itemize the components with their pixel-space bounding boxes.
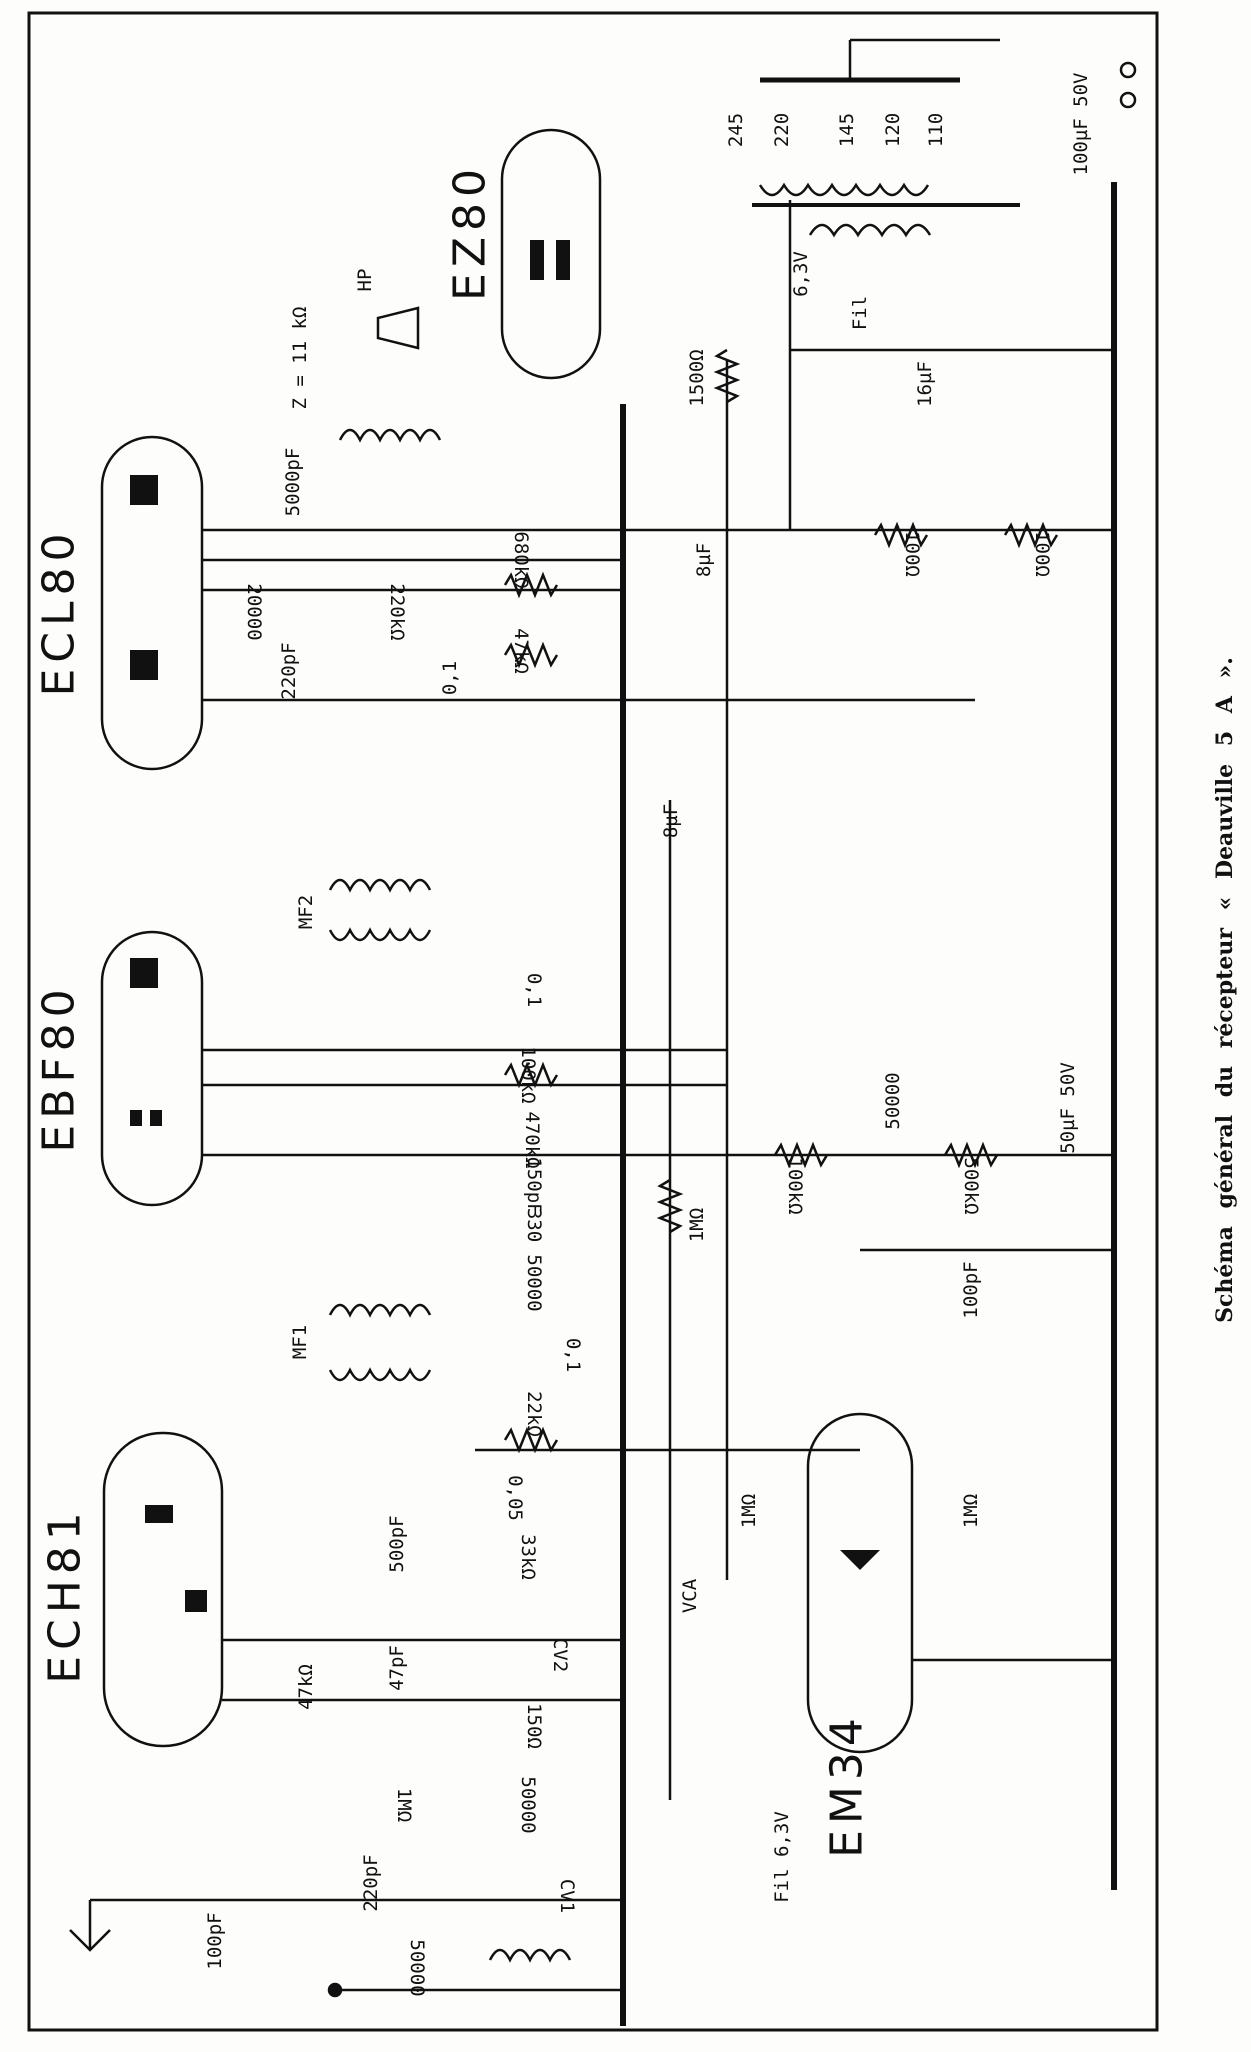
tube-label-em34: EM34: [821, 1712, 873, 1858]
component-label: 1MΩ: [738, 1493, 760, 1529]
component-label: 1MΩ: [393, 1787, 415, 1823]
component-label: 5000pF: [282, 447, 304, 517]
component-label: 100Ω: [901, 531, 923, 577]
component-label: CV2: [549, 1637, 571, 1673]
component-label: 0,1: [523, 972, 545, 1008]
component-label: 50000: [523, 1254, 545, 1312]
component-label: 680kΩ: [510, 531, 532, 589]
component-label: 100µF 50V: [1070, 72, 1092, 176]
component-label: 50000: [517, 1776, 539, 1834]
component-label: 150pF: [523, 1157, 545, 1215]
antenna-symbol: [69, 1900, 111, 1952]
component-label: 110: [925, 112, 947, 148]
component-label: 20000: [243, 583, 265, 641]
component-label: 1MΩ: [686, 1207, 708, 1243]
component-label: VCA: [679, 1578, 701, 1614]
component-label: 6,3V: [790, 251, 812, 297]
component-label: 100pF: [204, 1912, 226, 1970]
tube-ech81: [102, 1431, 224, 1748]
component-label: Fil 6,3V: [771, 1811, 793, 1903]
component-label: 120: [882, 112, 904, 148]
tube-label-ebf80: EBF80: [33, 983, 85, 1153]
component-label: 1500Ω: [686, 349, 708, 407]
component-label: 145: [836, 112, 858, 148]
tube-label-ecl80: ECL80: [33, 527, 85, 697]
component-label: 220: [771, 112, 793, 148]
tube-em34: [806, 1412, 914, 1754]
tube-ecl80: [100, 435, 204, 771]
component-label: 50000: [882, 1072, 904, 1130]
component-label: 50µF 50V: [1057, 1062, 1079, 1154]
component-label: 100kΩ: [517, 1046, 539, 1104]
component-label: 500kΩ: [960, 1157, 982, 1215]
component-label: 47pF: [386, 1645, 408, 1691]
component-label: 100pF: [960, 1261, 982, 1319]
tube-label-ez80: EZ80: [444, 163, 496, 301]
component-label: MF2: [295, 894, 317, 930]
component-label: 0,1: [439, 660, 461, 696]
component-label: 8µF: [660, 803, 682, 839]
component-label: 47kΩ: [295, 1664, 317, 1710]
tube-ebf80: [100, 930, 204, 1207]
tube-label-ech81: ECH81: [39, 1506, 91, 1684]
component-label: 0,1: [562, 1337, 584, 1373]
component-label: HP: [354, 268, 376, 292]
component-label: 16µF: [914, 361, 936, 407]
component-label: 330: [523, 1207, 545, 1243]
component-label: 245: [725, 112, 747, 148]
component-label: 150Ω: [523, 1703, 545, 1749]
figure-caption: Schéma général du récepteur « Deauville …: [1212, 657, 1238, 1323]
component-label: 33kΩ: [517, 1534, 539, 1580]
component-label: 0,05: [504, 1475, 526, 1521]
component-label: 47kΩ: [510, 628, 532, 674]
component-label: Fil: [849, 295, 871, 331]
component-label: 100Ω: [1031, 531, 1053, 577]
frame: [27, 11, 1159, 2032]
component-label: MF1: [289, 1324, 311, 1360]
component-label: Z = 11 kΩ: [289, 306, 311, 410]
component-label: 500pF: [386, 1515, 408, 1573]
tube-ez80: [500, 128, 602, 380]
component-label: 220pF: [278, 642, 300, 700]
component-label: 220kΩ: [386, 583, 408, 641]
component-label: 50000: [406, 1939, 428, 1997]
component-label: 100kΩ: [784, 1157, 806, 1215]
component-label: 220pF: [360, 1854, 382, 1912]
component-label: 1MΩ: [960, 1493, 982, 1529]
component-label: 22kΩ: [523, 1391, 545, 1437]
component-label: CV1: [556, 1878, 578, 1914]
component-label: 8µF: [693, 542, 715, 578]
